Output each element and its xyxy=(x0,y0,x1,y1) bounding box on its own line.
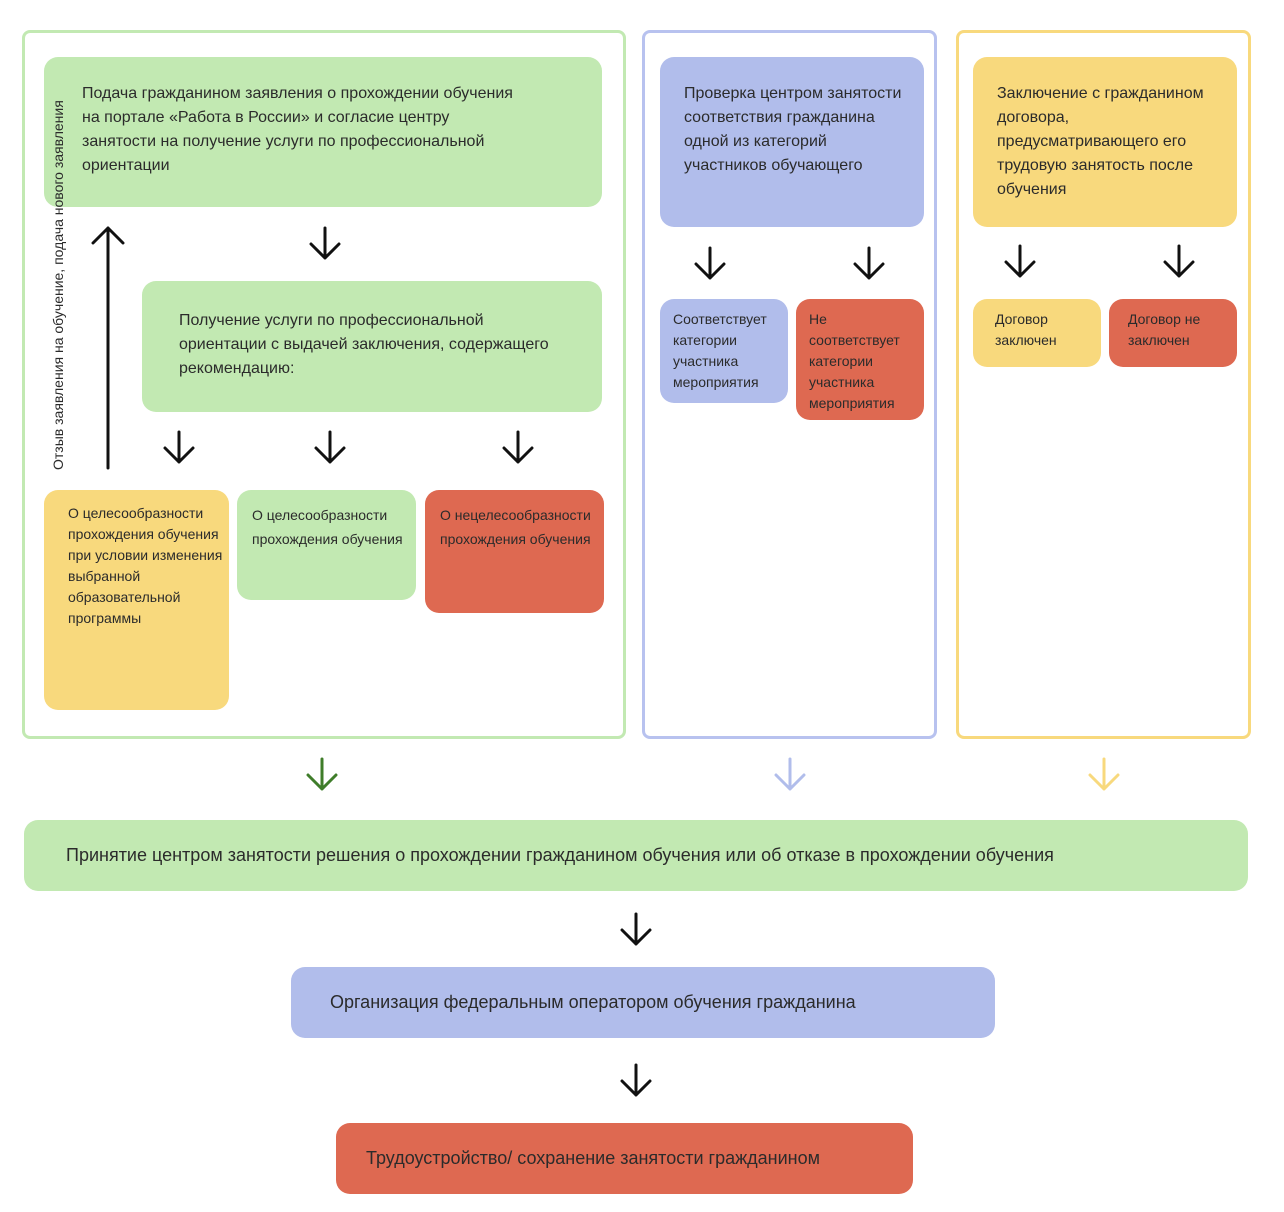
arrow-down-icon xyxy=(694,246,726,280)
category-match-text: Соответствует категории участника меропр… xyxy=(673,311,767,390)
arrow-down-icon xyxy=(502,430,534,464)
contract-signed-text: Договор заключен xyxy=(995,311,1057,348)
outcome-conditional-box: О целесообразности прохождения обучения … xyxy=(44,490,229,710)
employment-box: Трудоустройство/ сохранение занятости гр… xyxy=(336,1123,913,1194)
contract-unsigned-box: Договор не заключен xyxy=(1109,299,1237,367)
category-nomatch-text: Не соответствует категории участника мер… xyxy=(809,311,900,411)
arrow-down-icon xyxy=(620,1063,652,1097)
employment-text: Трудоустройство/ сохранение занятости гр… xyxy=(366,1148,820,1168)
organization-box: Организация федеральным оператором обуче… xyxy=(291,967,995,1038)
arrow-down-icon xyxy=(306,757,338,791)
feedback-label: Отзыв заявления на обучение, подача ново… xyxy=(50,100,66,470)
outcome-positive-box: О целесообразности прохождения обучения xyxy=(237,490,416,600)
contract-unsigned-text: Договор не заключен xyxy=(1128,311,1201,348)
arrow-down-icon xyxy=(1088,757,1120,791)
decision-text: Принятие центром занятости решения о про… xyxy=(66,845,1054,865)
arrow-down-icon xyxy=(620,912,652,946)
arrow-down-icon xyxy=(774,757,806,791)
category-check-box: Проверка центром занятости соответствия … xyxy=(660,57,924,227)
application-text: Подача гражданином заявления о прохожден… xyxy=(82,85,513,174)
outcome-negative-box: О нецелесообразности прохождения обучени… xyxy=(425,490,604,613)
outcome-conditional-text: О целесообразности прохождения обучения … xyxy=(68,505,223,626)
arrow-down-icon xyxy=(309,226,341,260)
category-nomatch-box: Не соответствует категории участника мер… xyxy=(796,299,924,420)
arrow-down-icon xyxy=(1004,244,1036,278)
decision-box: Принятие центром занятости решения о про… xyxy=(24,820,1248,891)
category-match-box: Соответствует категории участника меропр… xyxy=(660,299,788,403)
outcome-positive-text: О целесообразности прохождения обучения xyxy=(252,507,403,547)
contract-text: Заключение с гражданином договора, преду… xyxy=(997,85,1204,198)
organization-text: Организация федеральным оператором обуче… xyxy=(330,992,856,1012)
arrow-down-icon xyxy=(314,430,346,464)
outcome-negative-text: О нецелесообразности прохождения обучени… xyxy=(440,507,591,547)
category-check-text: Проверка центром занятости соответствия … xyxy=(684,85,902,174)
application-box: Подача гражданином заявления о прохожден… xyxy=(44,57,602,207)
contract-box: Заключение с гражданином договора, преду… xyxy=(973,57,1237,227)
arrow-down-icon xyxy=(853,246,885,280)
service-box: Получение услуги по профессиональной ори… xyxy=(142,281,602,412)
service-text: Получение услуги по профессиональной ори… xyxy=(179,312,549,377)
arrow-down-icon xyxy=(1163,244,1195,278)
contract-signed-box: Договор заключен xyxy=(973,299,1101,367)
arrow-down-icon xyxy=(163,430,195,464)
arrow-up-icon xyxy=(91,226,125,470)
